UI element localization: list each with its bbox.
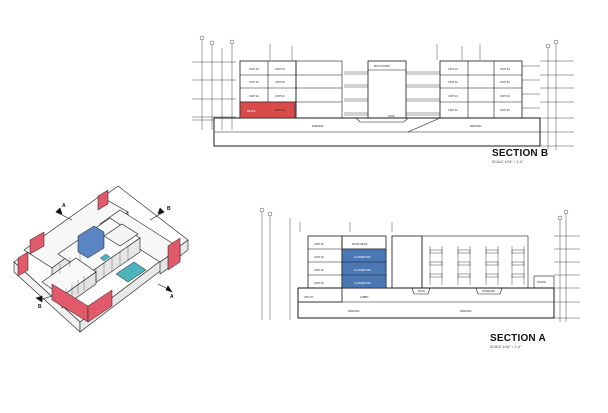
grid-markers: [199, 35, 569, 221]
b-parking-label: PARKING: [312, 124, 323, 128]
b-unit2-right-2: UNIT 2C: [500, 94, 510, 98]
axon-small-court: [99, 253, 111, 262]
classroom-stack-a: [341, 248, 387, 289]
axon-mark-b-bottom: B: [38, 304, 42, 310]
a-unit-3: UNIT 2C: [314, 255, 324, 259]
b-unit2-left-3: UNIT 2C: [275, 80, 285, 84]
a-storage-label: STORAGE: [482, 289, 495, 293]
axon-pool-volume: [115, 261, 147, 283]
a-unit-4: UNIT 2C: [314, 242, 324, 246]
b-unit-right-4: UNIT 1C: [448, 67, 458, 71]
b-unit2-left-2: UNIT 2C: [275, 94, 285, 98]
section-a-scale: SCALE 1/16" = 1'-0": [490, 345, 522, 349]
axon-mark-b-top: B: [167, 206, 171, 212]
a-top-label: ROOF DECK: [352, 242, 368, 246]
axon-retail-back: [97, 189, 109, 211]
b-unit-right-3: UNIT 1C: [448, 80, 458, 84]
b-unit2-right-1: UNIT 2C: [500, 108, 510, 112]
axon-retail-left-2: [29, 231, 45, 255]
b-unit-left-4: UNIT 1C: [249, 67, 259, 71]
a-classroom-1: CLASSROOM: [354, 281, 371, 285]
a-pool-label: POOL: [418, 289, 426, 293]
a-classroom-3: CLASSROOM: [354, 255, 371, 259]
axon-retail-right: [167, 237, 181, 271]
section-b-labels: UNIT 1C UNIT 1C UNIT 1C UNIT 2C UNIT 2C …: [247, 64, 510, 128]
section-b-title: SECTION B: [492, 148, 549, 159]
a-parking-label-2: PARKING: [460, 309, 471, 313]
b-center-label: MULTI-PURP: [374, 64, 390, 68]
retail-space-b: [239, 101, 296, 119]
b-pool-label: POOL: [388, 114, 396, 118]
axon-mark-a-bottom: A: [170, 294, 174, 300]
a-parking-label: PARKING: [348, 309, 359, 313]
section-b-scale: SCALE 1/16" = 1'-0": [492, 160, 524, 164]
a-lobby-label: LOBBY: [360, 295, 369, 299]
axon-retail-front-side: [87, 289, 113, 323]
a-classroom-2: CLASSROOM: [354, 268, 371, 272]
b-unit-left-3: UNIT 1C: [249, 80, 259, 84]
axon-mark-a-top: A: [62, 203, 66, 209]
axon-classroom-volume: [77, 225, 105, 259]
b-parking-label-2: PARKING: [470, 124, 481, 128]
a-unit-1: UNIT 2C: [314, 281, 324, 285]
b-unit2-left-1: UNIT 2C: [275, 108, 285, 112]
section-b-drawing: [192, 40, 574, 150]
b-retail-label: RETAIL: [247, 109, 256, 113]
classroom-floor-lines: [342, 261, 386, 276]
a-utility-label: UTILITY: [304, 295, 314, 299]
section-a-title: SECTION A: [490, 333, 546, 344]
b-unit-left-2: UNIT 1C: [249, 94, 259, 98]
a-unit-2: UNIT 2C: [314, 268, 324, 272]
axon-retail-left: [17, 251, 29, 277]
axon-section-arrows: [35, 207, 173, 303]
a-right-box-label: TRASH: [537, 280, 546, 284]
b-unit2-right-3: UNIT 2C: [500, 80, 510, 84]
b-unit-right-2: UNIT 1C: [448, 94, 458, 98]
b-unit2-right-4: UNIT 2C: [500, 67, 510, 71]
section-a-drawing: [261, 212, 580, 322]
section-a-labels: UNIT 2C UNIT 2C UNIT 2C UNIT 2C ROOF DEC…: [304, 242, 546, 313]
b-unit2-left-4: UNIT 2C: [275, 67, 285, 71]
b-unit-right-1: UNIT 1C: [448, 108, 458, 112]
